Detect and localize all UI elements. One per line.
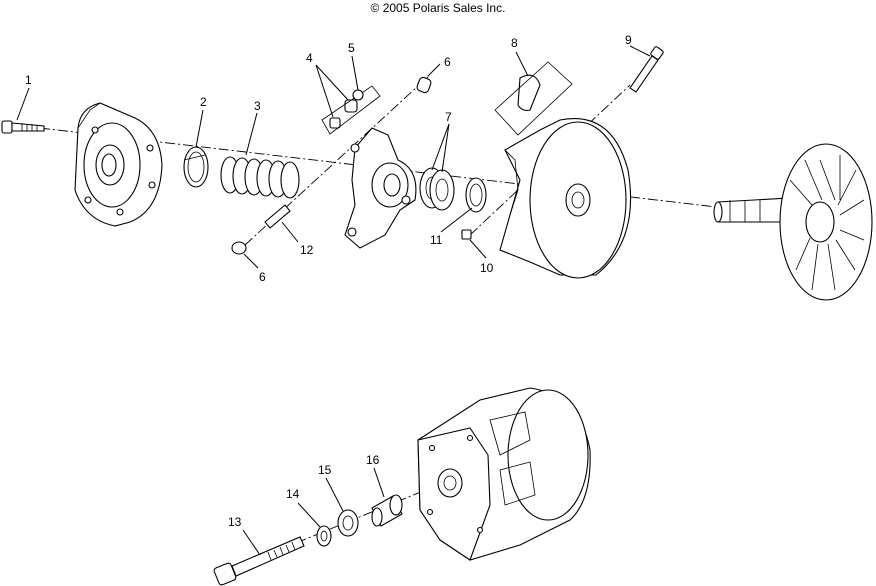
leader-lines [16,45,651,556]
part-14-lock-washer [316,525,332,547]
callout-11: 11 [430,233,443,247]
fixed-sheave [713,143,873,301]
clutch-assembly [417,387,591,561]
part-8-weight [494,61,573,136]
callout-15: 15 [318,463,332,477]
part-15-washer [337,509,359,537]
part-3-spring [220,156,300,199]
part-9-bolt [629,46,664,93]
callout-7: 7 [445,110,452,124]
part-11-bushing [465,177,487,213]
callout-8: 8 [511,36,518,50]
callout-12: 12 [300,243,314,257]
part-5-washer [352,89,364,101]
part-6-cap-top [416,76,432,94]
callout-5: 5 [348,41,355,55]
callouts: 1 2 3 4 5 6 7 8 9 10 11 12 6 13 14 15 16 [25,33,632,529]
spider [344,127,417,249]
callout-4: 4 [306,51,313,65]
part-16-bushing [371,494,403,527]
part-6-cap-bottom [231,241,247,255]
part-1-bolt [1,120,45,134]
callout-14: 14 [286,487,300,501]
callout-16: 16 [366,453,380,467]
part-13-bolt [213,536,305,586]
callout-2: 2 [200,95,207,109]
clutch-cover [74,102,163,227]
part-12-pin [264,204,291,229]
part-10-nut [461,229,472,240]
copyright-notice: © 2005 Polaris Sales Inc. [370,1,506,15]
callout-9: 9 [625,33,632,47]
callout-6-top: 6 [444,55,451,69]
part-2-ring [183,146,209,188]
callout-13: 13 [228,515,242,529]
callout-3: 3 [254,99,261,113]
callout-1: 1 [25,73,32,87]
part-7-washers [419,167,455,211]
callout-10: 10 [480,261,494,275]
callout-6-bottom: 6 [259,270,266,284]
moveable-sheave [499,118,632,279]
